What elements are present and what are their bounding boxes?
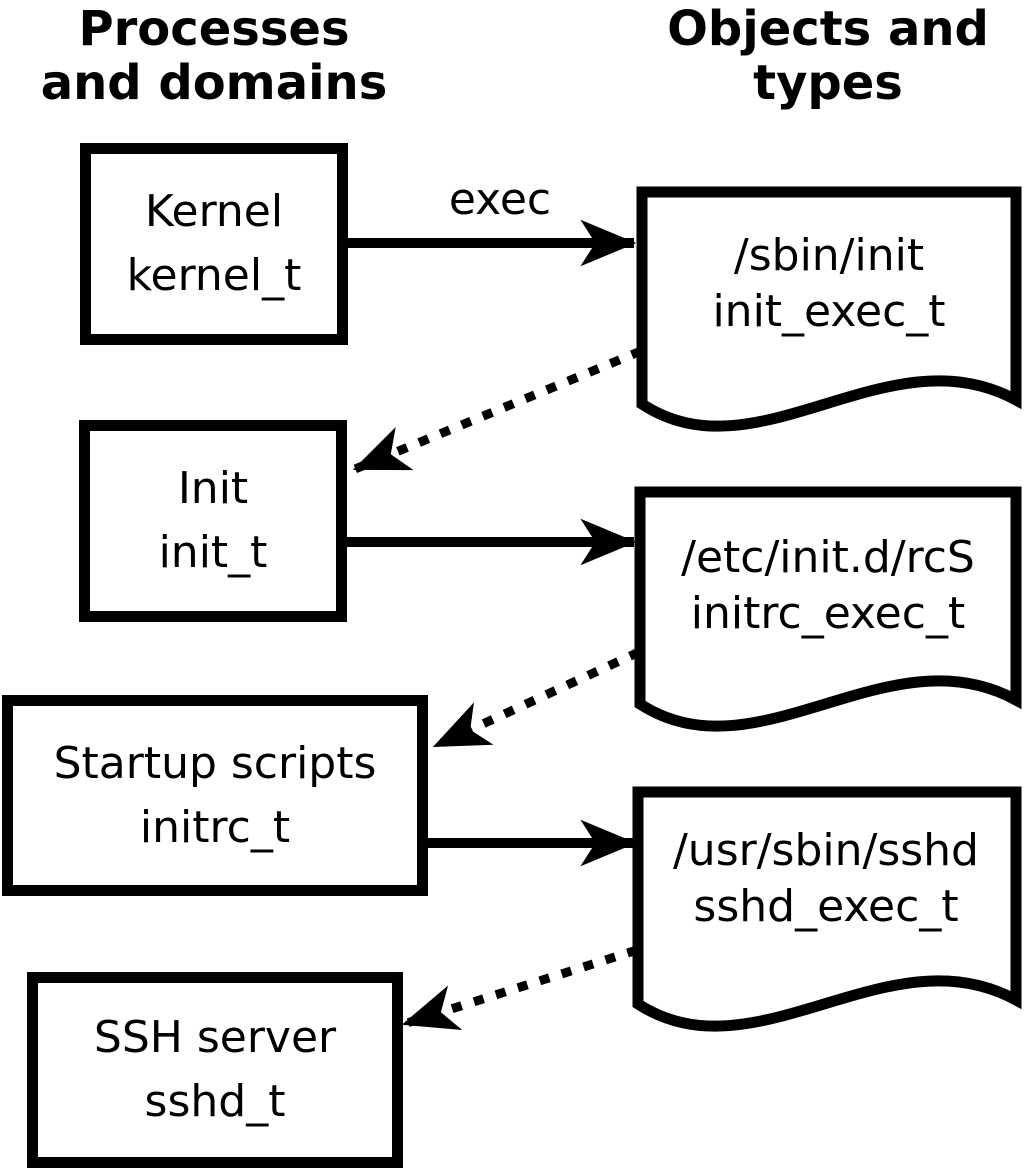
process-name: Startup scripts [53,737,377,789]
column-header-objects-line2: types [753,55,903,111]
object-label-usr-sbin-sshd: /usr/sbin/sshd sshd_exec_t [637,823,1015,935]
object-type: sshd_exec_t [693,881,959,932]
transition-arrow-to-initrc-domain [432,647,641,751]
object-path: /sbin/init [733,230,925,281]
document-shape-sbin-init [636,186,1022,432]
transition-arrow-to-sshd-domain [401,945,639,1030]
column-header-processes: Processes and domains [24,2,404,110]
object-path: /etc/init.d/rcS [681,532,975,583]
object-label-sbin-init: /sbin/init init_exec_t [640,228,1018,340]
column-header-objects: Objects and types [638,2,1018,110]
process-name: Kernel [144,186,284,237]
process-domain: sshd_t [144,1076,286,1127]
process-name: Init [177,463,249,514]
process-box-ssh-server: SSH server sshd_t [27,972,403,1168]
object-path: /usr/sbin/sshd [672,825,979,876]
document-shape-etc-initd-rcs [634,486,1022,732]
process-box-startup-scripts: Startup scripts initrc_t [2,695,428,896]
object-label-etc-initd-rcs: /etc/init.d/rcS initrc_exec_t [639,530,1017,642]
process-domain: kernel_t [126,250,302,301]
process-domain: init_t [158,527,268,578]
exec-arrow-label: exec [448,174,552,225]
process-box-init: Init init_t [79,420,347,622]
transition-arrow-to-init-domain [352,346,643,474]
process-name: SSH server [93,1012,337,1063]
process-box-kernel: Kernel kernel_t [80,143,348,345]
column-header-processes-line1: Processes [78,1,350,57]
object-type: initrc_exec_t [690,588,966,639]
document-shape-usr-sbin-sshd [632,786,1022,1032]
process-domain: initrc_t [139,801,291,853]
column-header-objects-line1: Objects and [667,1,989,57]
column-header-processes-line2: and domains [40,55,388,111]
object-type: init_exec_t [712,286,946,337]
